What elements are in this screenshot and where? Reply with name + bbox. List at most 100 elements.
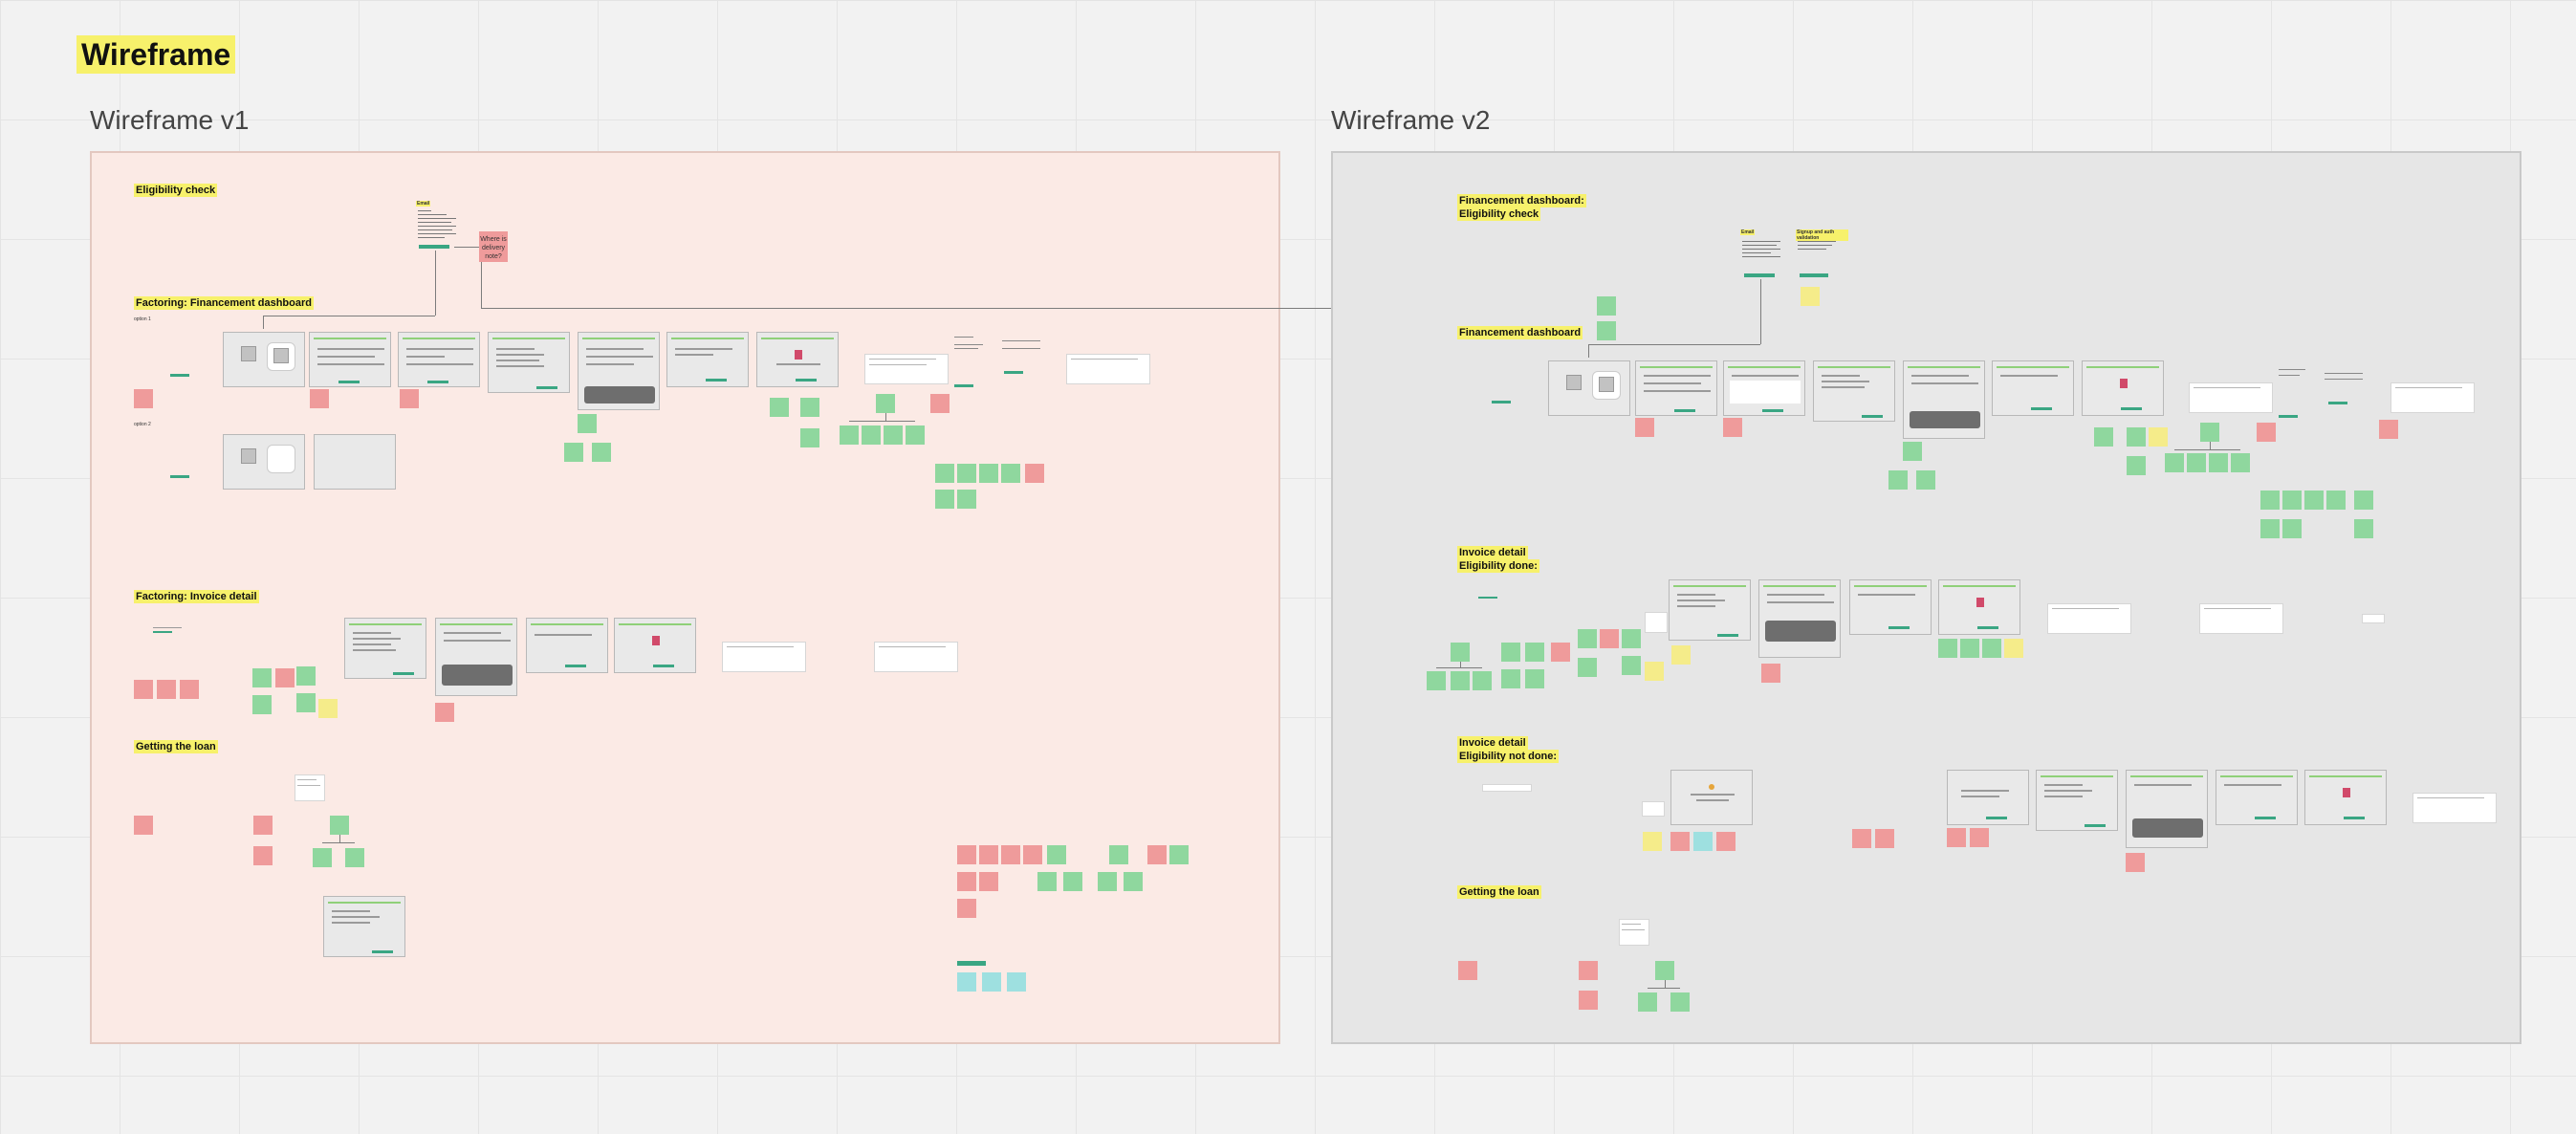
- text-card[interactable]: [2412, 793, 2497, 823]
- sticky-note[interactable]: [1525, 669, 1544, 688]
- sticky-note[interactable]: [935, 464, 954, 483]
- sticky-note[interactable]: [1025, 464, 1044, 483]
- sticky-note[interactable]: [957, 899, 976, 918]
- frame-v1-title[interactable]: Wireframe v1: [90, 105, 250, 135]
- screen-loan-summary[interactable]: [323, 896, 405, 957]
- sticky-note[interactable]: [1037, 872, 1057, 891]
- text-card[interactable]: [1482, 784, 1532, 792]
- section-getting-loan-v2[interactable]: Getting the loan: [1457, 885, 1541, 899]
- sticky-note[interactable]: [318, 699, 338, 718]
- sticky-note[interactable]: [157, 680, 176, 699]
- sticky-note[interactable]: [578, 414, 597, 433]
- section-dashboard-eligibility-1[interactable]: Financement dashboard:: [1457, 194, 1586, 207]
- sticky-note[interactable]: [1638, 992, 1657, 1012]
- sticky-note[interactable]: [252, 695, 272, 714]
- sticky-note[interactable]: [884, 425, 903, 445]
- sticky-note[interactable]: [1063, 872, 1082, 891]
- sticky-note[interactable]: [1147, 845, 1167, 864]
- sticky-note[interactable]: [2187, 453, 2206, 472]
- sticky-note[interactable]: [1982, 639, 2001, 658]
- sticky-note[interactable]: [840, 425, 859, 445]
- v2-screen-invoice-success[interactable]: [1938, 579, 2020, 635]
- sticky-note[interactable]: [1597, 321, 1616, 340]
- screen-dashboard-success[interactable]: [756, 332, 839, 387]
- sticky-note[interactable]: [1916, 470, 1935, 490]
- sticky-note[interactable]: [1960, 639, 1979, 658]
- sticky-note[interactable]: [1670, 992, 1690, 1012]
- sticky-note[interactable]: [982, 972, 1001, 992]
- sticky-delivery-note[interactable]: Where is delivery note?: [479, 231, 508, 262]
- sticky-note[interactable]: [330, 816, 349, 835]
- option-2-button[interactable]: [170, 475, 189, 478]
- section-invoice-done-1[interactable]: Invoice detail: [1457, 546, 1528, 559]
- screen-dashboard-upload[interactable]: [223, 332, 305, 387]
- sticky-note[interactable]: [957, 872, 976, 891]
- sticky-note[interactable]: [1473, 671, 1492, 690]
- sticky-note[interactable]: [2004, 639, 2023, 658]
- sticky-note[interactable]: [1007, 972, 1026, 992]
- sticky-note[interactable]: [564, 443, 583, 462]
- sticky-note[interactable]: [1671, 645, 1691, 665]
- text-card[interactable]: [2047, 603, 2131, 634]
- sticky-note[interactable]: [957, 845, 976, 864]
- sticky-note[interactable]: [979, 872, 998, 891]
- invoice-done-button[interactable]: [1478, 597, 1497, 599]
- sticky-note[interactable]: [1501, 669, 1520, 688]
- sticky-note[interactable]: [2127, 456, 2146, 475]
- sticky-note[interactable]: [1903, 442, 1922, 461]
- sticky-note[interactable]: [930, 394, 950, 413]
- sticky-note[interactable]: [400, 389, 419, 408]
- screen-dashboard-modal[interactable]: [578, 332, 660, 410]
- text-card[interactable]: [2390, 382, 2475, 413]
- sticky-note[interactable]: [134, 816, 153, 835]
- v2-email-form[interactable]: Email: [1740, 229, 1788, 279]
- v2-screen-invoice-confirm[interactable]: [1849, 579, 1932, 635]
- sticky-note[interactable]: [2282, 519, 2302, 538]
- sticky-note[interactable]: [252, 668, 272, 687]
- eligibility-submit-button[interactable]: [419, 245, 449, 249]
- screen-option2-upload[interactable]: [223, 434, 305, 490]
- spec-notes[interactable]: [954, 337, 1040, 394]
- v2-screen-dashboard-upload[interactable]: [1548, 360, 1630, 416]
- sticky-note[interactable]: [1551, 643, 1570, 662]
- sticky-note[interactable]: [1451, 643, 1470, 662]
- sticky-note[interactable]: [1047, 845, 1066, 864]
- sticky-note[interactable]: [435, 703, 454, 722]
- v2-screen-nd-intro[interactable]: [1947, 770, 2029, 825]
- v2-screen-nd-modal[interactable]: [2126, 770, 2208, 848]
- sticky-note[interactable]: [345, 848, 364, 867]
- text-card[interactable]: [2362, 614, 2385, 623]
- loan-note-card[interactable]: [295, 774, 325, 801]
- v2-screen-dashboard-confirm[interactable]: [1992, 360, 2074, 416]
- sticky-note[interactable]: [800, 428, 819, 447]
- sticky-note[interactable]: [1169, 845, 1189, 864]
- sticky-note[interactable]: [1525, 643, 1544, 662]
- v2-screen-not-eligible[interactable]: [1670, 770, 1753, 825]
- sticky-note[interactable]: [876, 394, 895, 413]
- v2-screen-dashboard-success[interactable]: [2082, 360, 2164, 416]
- sticky-note[interactable]: [1579, 961, 1598, 980]
- v2-screen-nd-detail[interactable]: [2036, 770, 2118, 831]
- sticky-note[interactable]: [935, 490, 954, 509]
- sticky-note[interactable]: [1578, 658, 1597, 677]
- sticky-note[interactable]: [1501, 643, 1520, 662]
- sticky-note[interactable]: [1635, 418, 1654, 437]
- sticky-note[interactable]: [1600, 629, 1619, 648]
- screen-dashboard-details[interactable]: [488, 332, 570, 393]
- text-card[interactable]: [2189, 382, 2273, 413]
- section-eligibility-check[interactable]: Eligibility check: [134, 184, 218, 197]
- sticky-note[interactable]: [1427, 671, 1446, 690]
- screen-invoice-confirm[interactable]: [526, 618, 608, 673]
- sticky-note[interactable]: [957, 972, 976, 992]
- sticky-note[interactable]: [2094, 427, 2113, 447]
- text-card[interactable]: [1066, 354, 1150, 384]
- sticky-note[interactable]: [1716, 832, 1736, 851]
- sticky-note[interactable]: [313, 848, 332, 867]
- v2-screen-invoice-modal[interactable]: [1758, 579, 1841, 658]
- sticky-note[interactable]: [2257, 423, 2276, 442]
- sticky-note[interactable]: [957, 490, 976, 509]
- text-card[interactable]: [1645, 612, 1668, 633]
- sticky-note[interactable]: [979, 845, 998, 864]
- sticky-note[interactable]: [1023, 845, 1042, 864]
- text-card[interactable]: [722, 642, 806, 672]
